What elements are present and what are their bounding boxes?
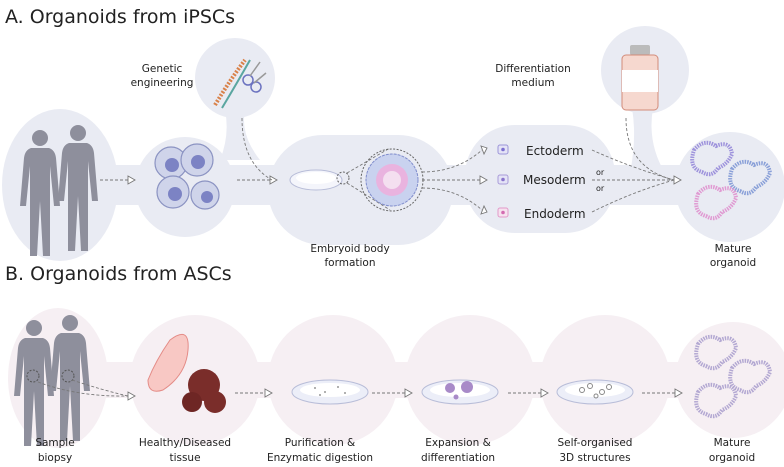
mesoderm-label: Mesoderm — [523, 173, 586, 187]
step-label: Healthy/Diseased — [139, 437, 231, 449]
step-arrows — [26, 369, 683, 401]
mesoderm-cell-icon — [497, 174, 509, 185]
embryoid-body-label: Embryoid body — [310, 243, 389, 255]
section-a-title: A. Organoids from iPSCs — [5, 6, 235, 28]
or-label: or — [596, 184, 605, 193]
ectoderm-label: Ectoderm — [526, 144, 584, 158]
step-label: Self-organised — [558, 437, 633, 449]
medium-label: Differentiation — [495, 63, 570, 75]
genetic-engineering-label: engineering — [131, 77, 194, 89]
step-label: Enzymatic digestion — [267, 452, 373, 464]
step-label: organoid — [709, 452, 755, 464]
step-label: differentiation — [421, 452, 495, 464]
to-organoid-arrows — [591, 117, 682, 213]
step-label: tissue — [169, 452, 200, 464]
step-label: Expansion & — [425, 437, 491, 449]
endoderm-label: Endoderm — [524, 207, 586, 221]
step-label: biopsy — [38, 452, 72, 464]
step-label: Purification & — [285, 437, 356, 449]
section-b-title: B. Organoids from ASCs — [5, 263, 232, 285]
petri-dish-icon — [289, 169, 350, 191]
endoderm-cell-icon — [497, 207, 509, 218]
step-labels: Sample biopsy Healthy/Diseased tissue Pu… — [35, 437, 755, 464]
embryoid-body-icon — [346, 147, 424, 212]
medium-bottle-icon — [621, 45, 659, 111]
expansion-dish-icon — [421, 379, 499, 405]
arrow-head — [127, 175, 136, 185]
mature-organoid-label: Mature — [715, 243, 752, 255]
step-label: Sample — [35, 437, 74, 449]
ectoderm-cell-icon — [497, 144, 509, 155]
section-b-flow — [8, 308, 784, 448]
mature-organoid-label: organoid — [710, 257, 756, 269]
embryoid-body-label: formation — [324, 257, 375, 269]
self-organised-dish-icon — [556, 379, 634, 405]
tissue-icon — [147, 333, 226, 413]
dna-scissors-icon — [213, 58, 267, 109]
section-a-flow — [2, 26, 784, 261]
step-label: Mature — [714, 437, 751, 449]
genetic-engineering-label: Genetic — [142, 63, 183, 75]
or-label: or — [596, 168, 605, 177]
petri-dish-icon — [291, 379, 369, 405]
medium-label: medium — [511, 77, 554, 89]
arrow-head — [269, 175, 278, 185]
germ-layers: Ectoderm Mesoderm Endoderm — [497, 144, 586, 221]
arrow — [241, 117, 273, 181]
germ-layer-arrows — [421, 145, 488, 215]
stem-cells-icon — [154, 143, 220, 210]
step-label: 3D structures — [559, 452, 630, 464]
